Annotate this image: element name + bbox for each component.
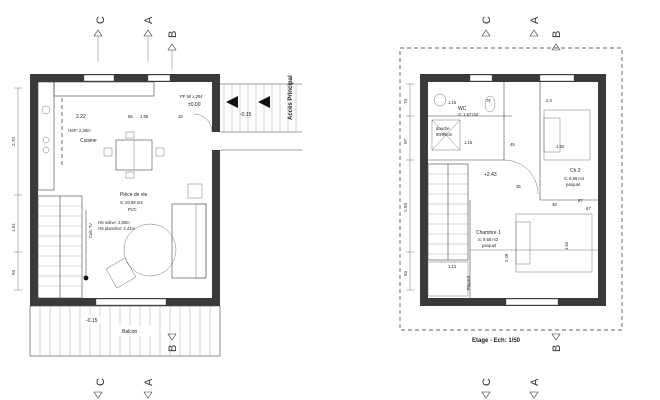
- sofa: [171, 203, 207, 279]
- front-door-level: ±0.00: [188, 102, 201, 108]
- closet-label: Coin TV: [88, 223, 93, 238]
- axis-a-bottom-right: A: [529, 378, 541, 386]
- axis-a-top-right: A: [529, 16, 541, 24]
- upper-closet: [427, 261, 469, 297]
- bath-small: 75: [486, 98, 491, 103]
- ground-wall-right-top: [212, 74, 220, 132]
- kitchen-dim-3: 18: [178, 114, 183, 119]
- axis-b-bottom-left: B: [167, 345, 179, 352]
- balcony-level: -0.15: [86, 318, 98, 324]
- axis-markers: C A B B C A C A B B C A: [93, 16, 563, 399]
- upper-small-dim-1: 48: [552, 202, 557, 207]
- kitchen-counter-left: [37, 81, 55, 191]
- axis-c-bottom-right: C: [481, 378, 493, 386]
- upper-dim-2: 97: [403, 138, 408, 144]
- axis-c-top-left: C: [95, 16, 107, 24]
- ground-floor-plan: 2.70 1.51 93 Accès Principal -0.15 PF 90…: [11, 74, 302, 357]
- upper-wall-right: [598, 74, 606, 306]
- ground-dim-3: 93: [11, 269, 16, 275]
- kitchen-hsp: HSP: 2,35m: [68, 128, 91, 133]
- entrance-label: Accès Principal: [288, 75, 294, 120]
- stair-post-icon: [83, 275, 89, 281]
- kitchen-name: Cuisine: [80, 138, 97, 144]
- kitchen-counter-top: [53, 81, 155, 97]
- room1-bed: [515, 213, 593, 273]
- living-name: Pièce de vie: [120, 192, 147, 198]
- balcony: [29, 305, 221, 357]
- wc-name: WC: [458, 106, 467, 112]
- room1-floor: parquet: [482, 243, 497, 248]
- stair-closet-label: Placard: [466, 275, 471, 290]
- front-door-label: PF 90 x 204: [180, 94, 203, 99]
- ground-dim-1: 2.70: [11, 137, 16, 146]
- axis-b-top-right: B: [551, 31, 563, 38]
- upper-wall-left: [420, 74, 428, 306]
- room1-dim-2: 1.54: [564, 241, 569, 250]
- entrance-level: -0.15: [240, 112, 252, 118]
- shower-size: 90/90cm: [436, 132, 453, 137]
- living-hs-plancher: HS plancher: 2,41m: [98, 226, 136, 231]
- room1-area: S: 8,55 m2: [478, 237, 499, 242]
- bath-dim: 1.15: [448, 100, 457, 105]
- ground-wall-top: [30, 74, 220, 82]
- shower-dim: 45: [510, 142, 515, 147]
- living-area: S: 20,99 m2: [120, 200, 143, 205]
- upper-dim-1: 74: [403, 98, 408, 104]
- upper-floor-outline: [399, 47, 623, 331]
- kitchen-code: 2.22: [76, 114, 86, 120]
- sink-icon: [41, 105, 51, 115]
- room2-bed: [543, 109, 591, 161]
- axis-c-bottom-left: C: [95, 378, 107, 386]
- ground-wall-left: [30, 74, 38, 306]
- bath-sink-icon: [433, 93, 447, 107]
- kitchen-dim-2: 1.65: [140, 114, 149, 119]
- balcony-label: Balcon: [122, 329, 138, 335]
- shower-label: douche: [436, 126, 450, 131]
- axis-c-top-right: C: [481, 16, 493, 24]
- room2-floor: parquet: [566, 182, 581, 187]
- upper-small-dim-2: 67: [578, 198, 583, 203]
- room1-name: Chambre 1: [476, 230, 501, 236]
- side-table: [187, 183, 203, 199]
- axis-b-top-left: B: [167, 31, 179, 38]
- upper-floor-plan: 74 97 2.59 93 1.15 75 WC S: 1,67 m2 douc…: [399, 47, 623, 344]
- axis-b-bottom-right: B: [551, 345, 563, 352]
- room2-name: Ch.2: [570, 168, 581, 174]
- ground-wall-right-bottom: [212, 150, 220, 306]
- room2-dim: 1.92: [556, 144, 565, 149]
- armchair: [105, 257, 137, 289]
- kitchen-dim-small: 65: [128, 114, 133, 119]
- living-rug: [123, 223, 177, 277]
- upper-dim-4: 93: [403, 270, 408, 276]
- room2-area: S: 6,89 m2: [564, 176, 585, 181]
- upper-level-small: 45: [516, 184, 521, 189]
- room1-dim-3: 67: [586, 206, 591, 211]
- ground-dim-2: 1.51: [11, 223, 16, 232]
- living-hs-solive: HS solive: 2,60m: [98, 220, 130, 225]
- top-dim: 2.3: [546, 98, 552, 103]
- entrance-arrow-icon-2: [258, 96, 270, 108]
- wc-area: S: 1,67 m2: [458, 112, 479, 117]
- stair-dim: 1.12: [448, 264, 457, 269]
- axis-a-bottom-left: A: [143, 378, 155, 386]
- upper-wall-top: [420, 74, 606, 82]
- upper-dim-3: 2.59: [403, 203, 408, 212]
- upper-scale-label: Etage - Ech: 1/50: [472, 338, 521, 344]
- upper-level: +2.43: [484, 172, 497, 178]
- toilet-icon: [484, 95, 496, 113]
- room1-dim-1: 2.49: [504, 253, 509, 262]
- shower-tray: [431, 119, 461, 151]
- living-floor: PVC: [128, 207, 137, 212]
- axis-a-top-left: A: [143, 16, 155, 24]
- entrance-arrow-icon: [226, 96, 238, 108]
- shower-small: 1.15: [464, 140, 473, 145]
